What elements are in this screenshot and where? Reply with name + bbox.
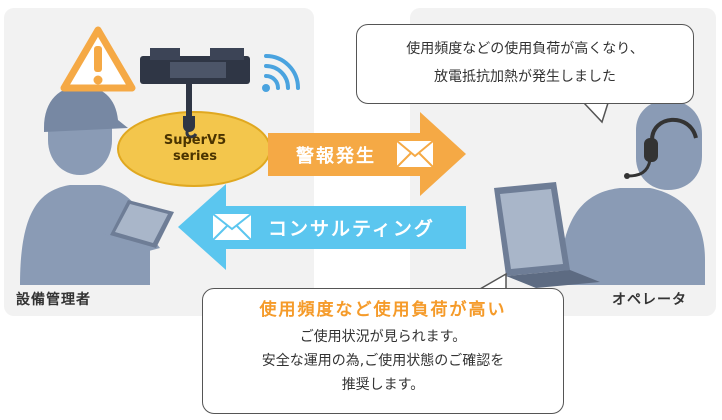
manager-label: 設備管理者	[16, 292, 91, 308]
bubble-top-line1: 使用頻度などの使用負荷が高くなり、	[406, 41, 644, 57]
operator-figure	[560, 100, 705, 285]
alert-arrow	[268, 112, 466, 196]
tablet-icon	[110, 200, 174, 248]
consulting-arrow	[178, 184, 466, 270]
alert-arrow-label: 警報発生	[296, 146, 376, 167]
bubble-bottom-line1: ご使用状況が見られます。	[299, 329, 467, 345]
bubble-top-tail	[583, 102, 609, 124]
warning-icon	[60, 26, 136, 92]
laptop-icon	[494, 182, 600, 288]
product-line1: SuperV5	[163, 133, 227, 148]
product-label: SuperV5 series	[150, 133, 240, 165]
operator-speech-bubble: 使用頻度などの使用負荷が高くなり、 放電抵抗加熱が発生しました	[356, 24, 694, 104]
consulting-speech-bubble: 使用頻度など使用負荷が高い ご使用状況が見られます。 安全な運用の為,ご使用状態…	[202, 288, 564, 414]
manager-figure	[20, 86, 160, 285]
bubble-bottom-line3: 推奨します。	[341, 377, 425, 393]
crane-hoist-icon	[140, 48, 250, 139]
wireless-icon	[262, 54, 300, 92]
envelope-icon	[212, 213, 252, 241]
bubble-bottom-headline: 使用頻度など使用負荷が高い	[259, 300, 507, 320]
headset-icon	[624, 117, 698, 179]
product-line2: series	[173, 149, 217, 164]
operator-label: オペレータ	[612, 292, 687, 308]
bubble-bottom-tail	[479, 272, 507, 290]
bubble-bottom-line2: 安全な運用の為,ご使用状態のご確認を	[261, 353, 505, 369]
consulting-arrow-label: コンサルティング	[268, 218, 435, 240]
bubble-top-line2: 放電抵抗加熱が発生しました	[434, 69, 616, 85]
envelope-icon	[396, 140, 434, 168]
